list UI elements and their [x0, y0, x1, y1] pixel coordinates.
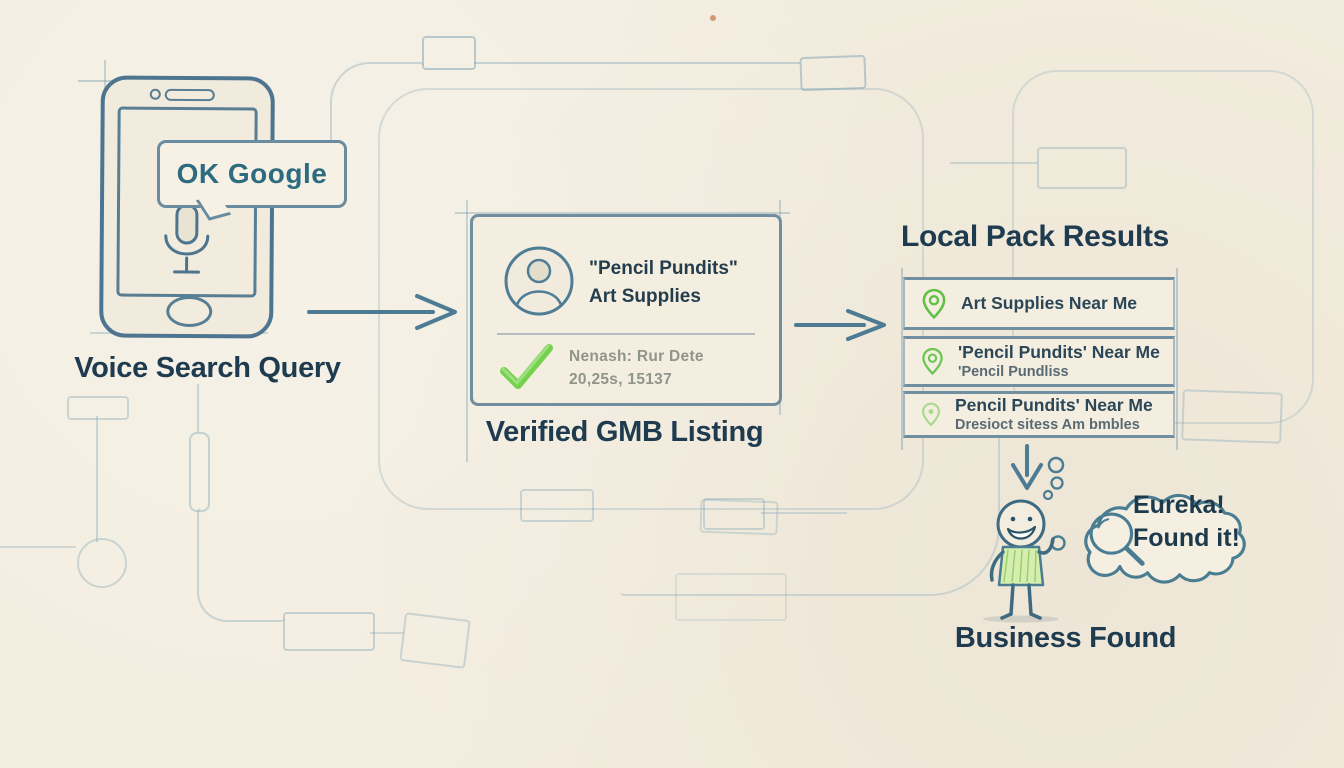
- result-query: Art Supplies Near Me: [961, 292, 1138, 313]
- business-detail: Nenash: Rur Dete 20,25s, 15137: [569, 345, 759, 392]
- phone-home-button: [166, 295, 213, 328]
- background-wireframe-shape: [699, 498, 779, 536]
- background-wireframe-line: [370, 632, 404, 634]
- background-wireframe-connector: [620, 430, 1000, 596]
- background-wireframe-shape: [67, 396, 129, 420]
- result-subtext: Dresioct sitess Am bmbles: [955, 417, 1140, 434]
- voice-query-text: OK Google: [176, 158, 328, 189]
- business-name-line1: "Pencil Pundits": [589, 258, 738, 279]
- background-wireframe-line: [761, 512, 847, 514]
- arrow-down-icon: [1011, 444, 1043, 490]
- result-query: Pencil Pundits' Near Me: [955, 394, 1153, 415]
- result-subtext: 'Pencil Pundliss: [958, 364, 1069, 381]
- arrow-right-icon: [794, 309, 886, 341]
- thought-line2: Found it!: [1133, 523, 1240, 552]
- thought-line1: Eureka!: [1133, 491, 1225, 519]
- speech-bubble: OK Google: [157, 140, 347, 221]
- business-name-line2: Art Supplies: [589, 285, 701, 307]
- background-wireframe-shape: [283, 612, 375, 651]
- result-query: 'Pencil Pundits' Near Me: [958, 341, 1160, 362]
- person-figure: [983, 456, 1066, 623]
- thought-cloud: [1084, 493, 1246, 584]
- background-wireframe-shape: [189, 432, 210, 512]
- location-pin-icon: [921, 402, 941, 427]
- background-wireframe-line: [197, 384, 199, 432]
- background-wireframe-shape: [1181, 389, 1283, 444]
- local-pack-result-row: 'Pencil Pundits' Near Me 'Pencil Pundlis…: [903, 336, 1175, 387]
- gmb-listing-card: "Pencil Pundits" Art Supplies Nenash: Ru…: [470, 214, 782, 406]
- location-pin-icon: [922, 288, 946, 319]
- background-wireframe-shape: [799, 54, 867, 92]
- background-wireframe-shape: [399, 612, 471, 669]
- background-wireframe-connector: [197, 508, 285, 622]
- local-pack-result-row: Art Supplies Near Me: [903, 277, 1175, 330]
- background-wireframe-line: [0, 546, 76, 548]
- background-wireframe-shape: [422, 36, 476, 70]
- construction-guide: [1176, 268, 1178, 450]
- business-name: "Pencil Pundits" Art Supplies: [589, 255, 769, 310]
- background-wireframe-shape: [520, 489, 594, 522]
- location-pin-icon: [922, 347, 943, 376]
- mic-icon: [164, 203, 210, 274]
- background-wireframe-shape: [675, 573, 787, 621]
- local-pack-result-row: Pencil Pundits' Near Me Dresioct sitess …: [903, 391, 1175, 438]
- voice-search-label: Voice Search Query: [74, 352, 341, 384]
- card-divider: [497, 333, 755, 335]
- business-detail-line1: Nenash: Rur Dete: [569, 348, 704, 365]
- background-wireframe-circle: [77, 538, 127, 588]
- avatar-icon: [504, 246, 574, 316]
- thought-text: Eureka! Found it!: [1133, 489, 1263, 554]
- business-detail-line2: 20,25s, 15137: [569, 371, 673, 389]
- magnifier-icon: [1089, 512, 1145, 566]
- phone-speaker-slot: [164, 88, 215, 102]
- background-wireframe-shape: [1037, 147, 1127, 189]
- background-wireframe-line: [96, 416, 98, 542]
- business-found-label: Business Found: [954, 622, 1177, 654]
- background-wireframe-line: [474, 62, 800, 64]
- arrow-right-icon: [307, 294, 457, 330]
- paper-speck: [710, 15, 716, 21]
- local-pack-title: Local Pack Results: [901, 220, 1170, 253]
- gmb-label: Verified GMB Listing: [485, 416, 764, 448]
- background-wireframe-line: [950, 162, 1038, 164]
- background-wireframe-shape: [703, 498, 765, 530]
- phone-speaker-dot: [149, 88, 161, 100]
- smartphone-illustration: [99, 75, 275, 339]
- check-icon: [500, 344, 553, 389]
